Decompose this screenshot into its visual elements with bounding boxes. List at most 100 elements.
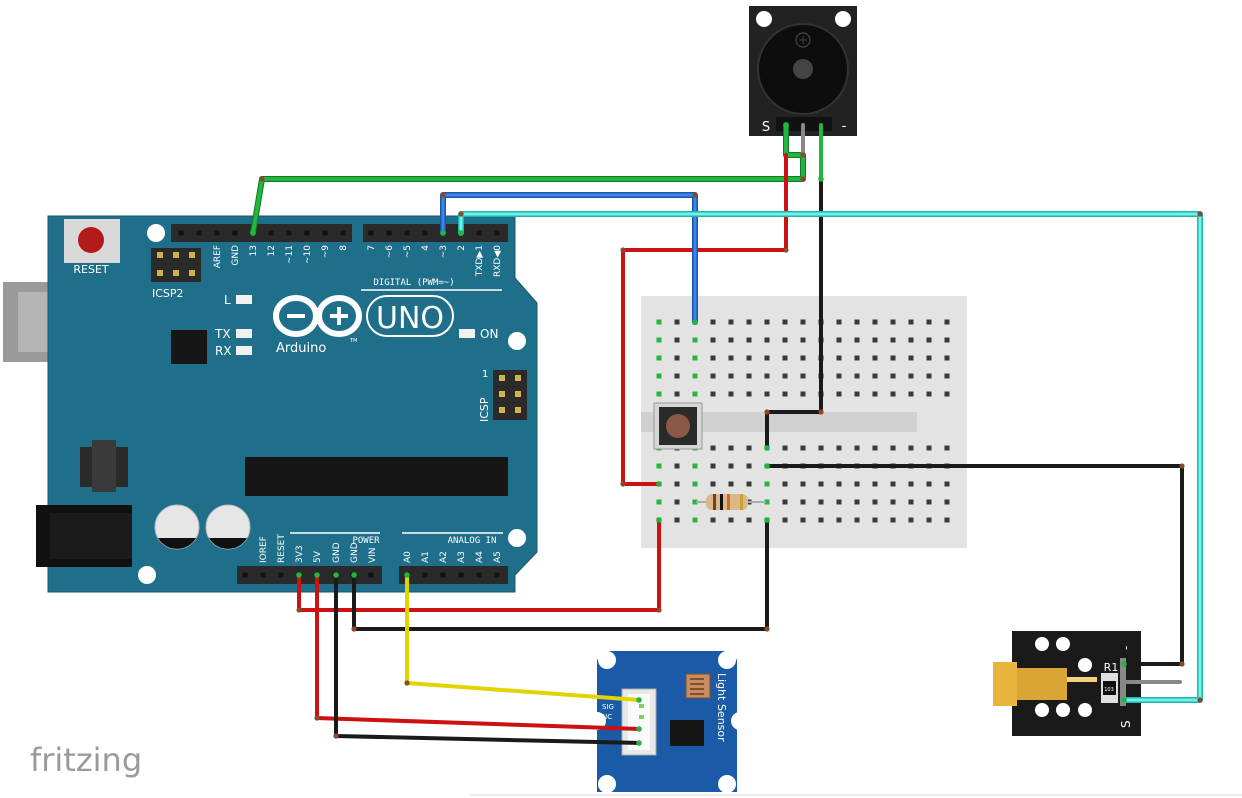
header-pin[interactable] <box>304 230 310 236</box>
sensor-pin-sig-label: SIG <box>602 703 614 711</box>
header-pin[interactable] <box>178 230 184 236</box>
power-pin-label-1: RESET <box>277 534 287 563</box>
breadboard-hole-connected <box>692 481 698 487</box>
digital-pin-label-4: ~3 <box>439 245 449 258</box>
header-pin[interactable] <box>232 230 238 236</box>
breadboard-hole <box>728 373 734 379</box>
led-rx-label: RX <box>215 344 232 358</box>
breadboard-hole <box>836 391 842 397</box>
breadboard-hole <box>854 481 860 487</box>
header-pin[interactable] <box>494 572 500 578</box>
digital-pin-label-5: ~10 <box>303 245 313 264</box>
uno-label: UNO <box>376 301 444 336</box>
header-pin[interactable] <box>278 572 284 578</box>
header-pin[interactable] <box>242 572 248 578</box>
wire-endpoint <box>636 726 642 732</box>
breadboard-hole <box>728 337 734 343</box>
reset-label: RESET <box>73 263 109 276</box>
header-pin[interactable] <box>494 230 500 236</box>
reset-button-cap[interactable] <box>78 227 104 253</box>
buzzer-signal-label: S <box>762 120 770 135</box>
breadboard-hole <box>854 391 860 397</box>
breadboard-hole <box>944 391 950 397</box>
wire-endpoint <box>458 230 464 236</box>
breadboard-hole <box>746 481 752 487</box>
header-pin[interactable] <box>386 230 392 236</box>
breadboard-hole <box>944 445 950 451</box>
header-pin[interactable] <box>260 572 266 578</box>
breadboard-hole-connected <box>656 373 662 379</box>
header-pin[interactable] <box>340 230 346 236</box>
breadboard-hole <box>800 499 806 505</box>
breadboard-hole <box>926 481 932 487</box>
header-pin[interactable] <box>458 572 464 578</box>
breadboard-hole <box>944 319 950 325</box>
header-pin[interactable] <box>322 230 328 236</box>
breadboard-hole <box>854 373 860 379</box>
wire-endpoint <box>440 230 446 236</box>
header-pin[interactable] <box>440 572 446 578</box>
breadboard-hole <box>728 463 734 469</box>
header-pin[interactable] <box>476 572 482 578</box>
wire-bend-point <box>333 733 339 739</box>
header-pin[interactable] <box>268 230 274 236</box>
breadboard-hole <box>872 319 878 325</box>
breadboard-hole <box>836 445 842 451</box>
led-l-label: L <box>224 293 231 307</box>
breadboard-hole <box>710 373 716 379</box>
digital-pin-label-6: TXD▶1 <box>475 245 485 277</box>
atmega-chip <box>245 457 508 496</box>
breadboard-hole <box>674 481 680 487</box>
header-pin[interactable] <box>196 230 202 236</box>
breadboard-hole <box>818 445 824 451</box>
breadboard-hole <box>674 391 680 397</box>
breadboard-hole <box>944 499 950 505</box>
breadboard-hole <box>710 391 716 397</box>
digital-pin-label-3: 4 <box>421 245 431 251</box>
power-pin-label-5: GND <box>350 542 360 563</box>
laser-minus-label: - <box>1119 646 1133 650</box>
breadboard-hole <box>782 517 788 523</box>
breadboard-hole <box>674 337 680 343</box>
wire-black-gnd <box>352 518 769 631</box>
breadboard-hole <box>746 337 752 343</box>
header-pin[interactable] <box>404 230 410 236</box>
breadboard-hole <box>908 373 914 379</box>
breadboard-hole <box>872 445 878 451</box>
breadboard-hole <box>836 319 842 325</box>
breadboard-hole <box>782 445 788 451</box>
wire-black-laser <box>765 464 1184 666</box>
header-pin[interactable] <box>214 230 220 236</box>
wire-bend-point <box>818 409 824 415</box>
push-button[interactable] <box>653 402 703 450</box>
breadboard-hole <box>890 355 896 361</box>
led-l <box>236 295 252 304</box>
wire-bend-point <box>1197 697 1203 703</box>
breadboard-hole <box>854 499 860 505</box>
mount-hole <box>508 332 526 350</box>
wire-endpoint <box>783 122 789 128</box>
breadboard-hole <box>728 481 734 487</box>
breadboard-hole <box>908 391 914 397</box>
wire-endpoint <box>333 572 339 578</box>
mount-hole <box>138 566 156 584</box>
header-pin[interactable] <box>368 572 374 578</box>
breadboard-hole <box>908 445 914 451</box>
header-pin[interactable] <box>422 572 428 578</box>
breadboard-hole <box>746 373 752 379</box>
wire-bend-point <box>351 626 357 632</box>
grove-light-sensor: SIG NC Light Sensor <box>588 651 749 793</box>
breadboard-hole-connected <box>692 517 698 523</box>
header-pin[interactable] <box>286 230 292 236</box>
breadboard-hole <box>800 355 806 361</box>
breadboard-hole-connected <box>692 463 698 469</box>
breadboard-hole <box>872 391 878 397</box>
header-pin[interactable] <box>476 230 482 236</box>
header-pin[interactable] <box>422 230 428 236</box>
header-pin[interactable] <box>368 230 374 236</box>
breadboard-hole <box>872 499 878 505</box>
power-pin-label-4: GND <box>332 542 342 563</box>
arduino-logo <box>273 295 362 337</box>
wire-bend-point <box>259 176 265 182</box>
